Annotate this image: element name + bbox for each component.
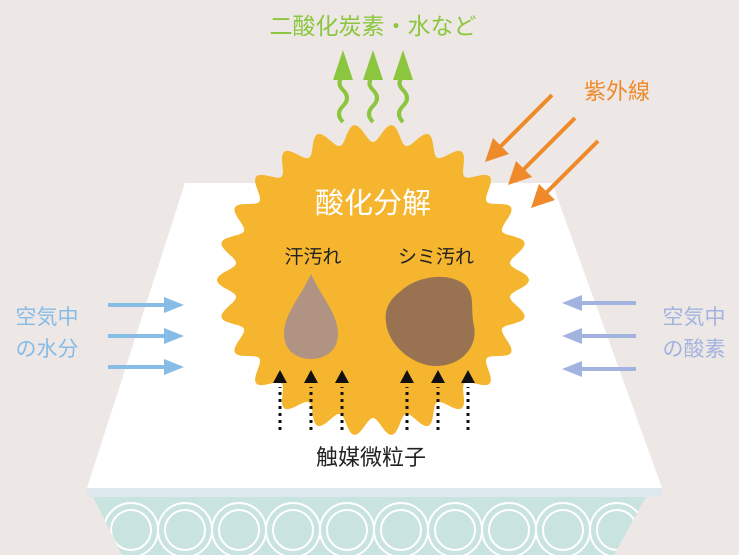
decomposition-label: 酸化分解 [315, 186, 431, 220]
sweat-stain-drop [284, 274, 338, 359]
emission-arrows [337, 74, 409, 124]
moisture-arrow-3 [108, 359, 184, 375]
moisture-label-line1: 空気中 [16, 305, 79, 329]
catalyst-arrow-4 [400, 370, 414, 430]
oxygen-arrow-3 [562, 361, 636, 377]
moisture-arrow-1 [108, 297, 184, 313]
moisture-label-line2: の水分 [16, 337, 79, 361]
emission-arrowheads [333, 50, 413, 80]
uv-arrow-2 [508, 116, 577, 185]
uv-label: 紫外線 [584, 80, 650, 105]
uv-arrows [485, 93, 600, 208]
catalyst-arrow-6 [461, 370, 475, 430]
oxygen-arrow-1 [562, 295, 636, 311]
sweat-stain-label: 汗汚れ [284, 246, 341, 268]
moisture-arrows [108, 297, 184, 375]
fabric-weave-pattern [103, 502, 645, 555]
spot-stain-blob [385, 276, 475, 366]
emission-label: 二酸化炭素・水など [270, 14, 477, 40]
catalyst-arrow-5 [431, 370, 445, 430]
catalyst-arrow-2 [304, 370, 318, 430]
uv-arrow-3 [531, 139, 600, 208]
emission-arrowhead-1 [333, 50, 353, 80]
catalyst-arrows [273, 370, 475, 430]
catalyst-label: 触媒微粒子 [316, 446, 426, 471]
catalyst-arrow-1 [273, 370, 287, 430]
oxygen-label-line1: 空気中 [663, 305, 726, 329]
emission-arrowhead-3 [393, 50, 413, 80]
oxygen-arrow-2 [562, 328, 636, 344]
emission-wave-3 [397, 74, 409, 124]
uv-arrow-1 [485, 93, 554, 162]
emission-wave-1 [337, 74, 349, 124]
oxygen-arrows [562, 295, 636, 377]
moisture-arrow-2 [108, 328, 184, 344]
catalyst-arrow-3 [335, 370, 349, 430]
emission-arrowhead-2 [363, 50, 383, 80]
spot-stain-label: シミ汚れ [398, 246, 474, 268]
oxygen-label-line2: の酸素 [663, 337, 726, 361]
emission-wave-2 [367, 74, 379, 124]
fabric-base [93, 497, 646, 555]
